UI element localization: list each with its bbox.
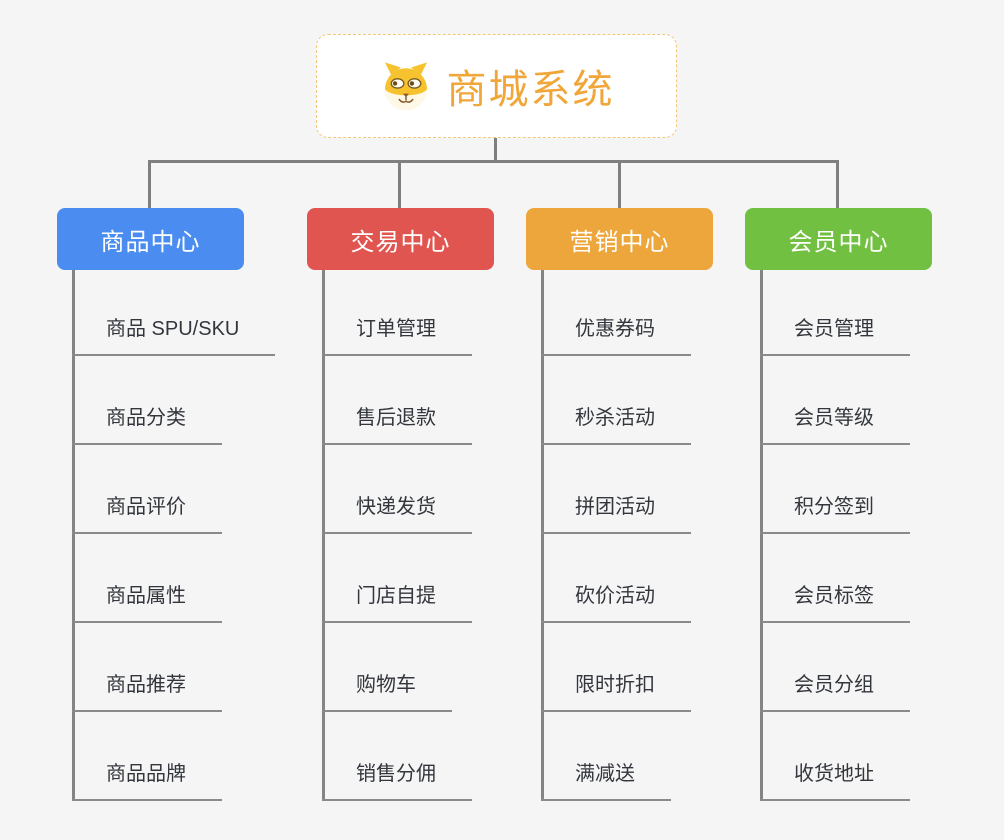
branch-node-marketing[interactable]: 营销中心: [526, 208, 713, 270]
branch-label: 商品中心: [100, 228, 201, 256]
connector-drop-members: [836, 160, 839, 208]
root-topic[interactable]: 商城系统: [316, 34, 677, 138]
topic-item[interactable]: 商品属性: [72, 581, 222, 623]
topic-item[interactable]: 商品分类: [72, 403, 222, 445]
topic-item[interactable]: 商品品牌: [72, 759, 222, 801]
topic-item[interactable]: 砍价活动: [541, 581, 691, 623]
branch-label: 营销中心: [569, 228, 670, 256]
branch-trunk-line: [760, 270, 763, 801]
branch-trunk-line: [72, 270, 75, 801]
topic-item[interactable]: 会员管理: [760, 314, 910, 356]
connector-root-stub: [494, 138, 497, 162]
topic-item[interactable]: 销售分佣: [322, 759, 472, 801]
branch-node-members[interactable]: 会员中心: [745, 208, 932, 270]
topic-item[interactable]: 订单管理: [322, 314, 472, 356]
branch-trunk-line: [322, 270, 325, 801]
connector-drop-products: [148, 160, 151, 208]
topic-item[interactable]: 快递发货: [322, 492, 472, 534]
topic-item[interactable]: 会员标签: [760, 581, 910, 623]
topic-item[interactable]: 售后退款: [322, 403, 472, 445]
branch-label: 交易中心: [350, 228, 451, 256]
topic-item[interactable]: 购物车: [322, 670, 452, 712]
branch-node-trade[interactable]: 交易中心: [307, 208, 494, 270]
topic-item[interactable]: 商品评价: [72, 492, 222, 534]
branch-node-products[interactable]: 商品中心: [57, 208, 244, 270]
topic-item[interactable]: 秒杀活动: [541, 403, 691, 445]
topic-item[interactable]: 会员等级: [760, 403, 910, 445]
topic-item[interactable]: 门店自提: [322, 581, 472, 623]
branch-trunk-line: [541, 270, 544, 801]
connector-drop-marketing: [618, 160, 621, 208]
dog-face-icon: [384, 62, 427, 111]
topic-item[interactable]: 商品 SPU/SKU: [72, 314, 276, 356]
root-topic-label: 商城系统: [446, 68, 615, 112]
topic-item[interactable]: 会员分组: [760, 670, 910, 712]
topic-item[interactable]: 满减送: [541, 759, 671, 801]
topic-item[interactable]: 限时折扣: [541, 670, 691, 712]
topic-item[interactable]: 积分签到: [760, 492, 910, 534]
topic-item[interactable]: 收货地址: [760, 759, 910, 801]
topic-item[interactable]: 商品推荐: [72, 670, 222, 712]
topic-item[interactable]: 拼团活动: [541, 492, 691, 534]
connector-drop-trade: [398, 160, 401, 208]
topic-item[interactable]: 优惠券码: [541, 314, 691, 356]
branch-label: 会员中心: [788, 228, 889, 256]
connector-horizontal: [148, 160, 839, 163]
